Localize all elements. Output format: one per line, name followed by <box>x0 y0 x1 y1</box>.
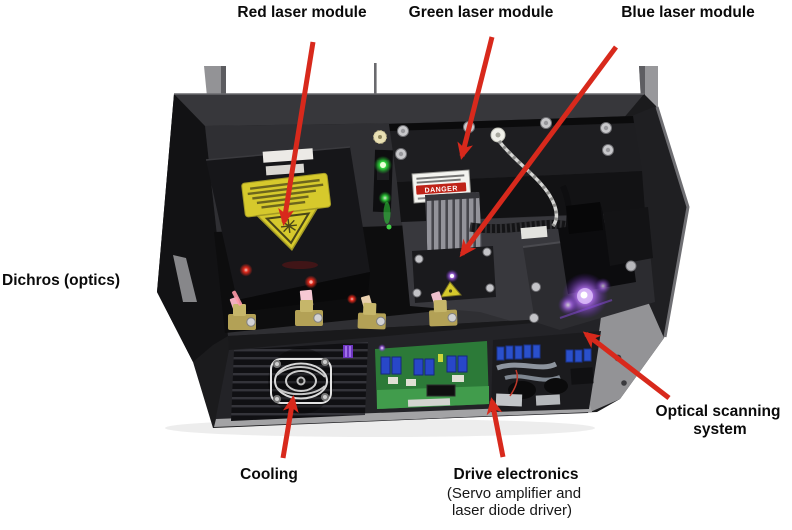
arrow-red-laser <box>278 41 316 226</box>
label-optical-scanning-line2: system <box>693 421 747 438</box>
violet-laser-glow <box>558 273 613 319</box>
label-red-laser-module: Red laser module <box>237 4 367 21</box>
cooling-section <box>231 342 368 421</box>
label-drive-sub-line2: laser diode driver) <box>451 502 573 519</box>
arrow-drive-electronics <box>486 397 506 458</box>
label-cooling: Cooling <box>240 466 298 483</box>
optical-scanning-system <box>520 202 655 330</box>
dichro-optics-row <box>228 261 458 330</box>
purple-connector <box>343 345 353 358</box>
servo-amplifier-bay <box>491 331 601 412</box>
arrow-green-laser <box>457 36 495 160</box>
label-drive-electronics: Drive electronics <box>453 466 579 483</box>
arrow-cooling <box>280 395 299 459</box>
red-laser-glow <box>239 263 357 304</box>
label-blue-laser-module: Blue laser module <box>621 4 755 21</box>
drive-electronics-pcb <box>375 341 489 409</box>
dichro-mount <box>228 290 256 330</box>
green-beam-optics <box>372 130 394 230</box>
label-drive-sub-line1: (Servo amplifier and <box>446 485 582 502</box>
arrow-blue-laser <box>459 45 619 258</box>
arrow-optical-scanning <box>582 331 671 400</box>
dichro-mount <box>295 289 323 326</box>
dichro-mount <box>429 291 458 327</box>
danger-text: DANGER <box>424 185 458 194</box>
annotation-arrows <box>278 36 671 459</box>
label-optical-scanning-line1: Optical scanning <box>655 403 781 420</box>
label-dichros-optics: Dichros (optics) <box>2 272 120 289</box>
fan-guard-icon <box>270 358 332 404</box>
label-green-laser-module: Green laser module <box>408 4 554 21</box>
blue-laser-module <box>412 192 496 303</box>
dichro-mount <box>357 295 386 330</box>
